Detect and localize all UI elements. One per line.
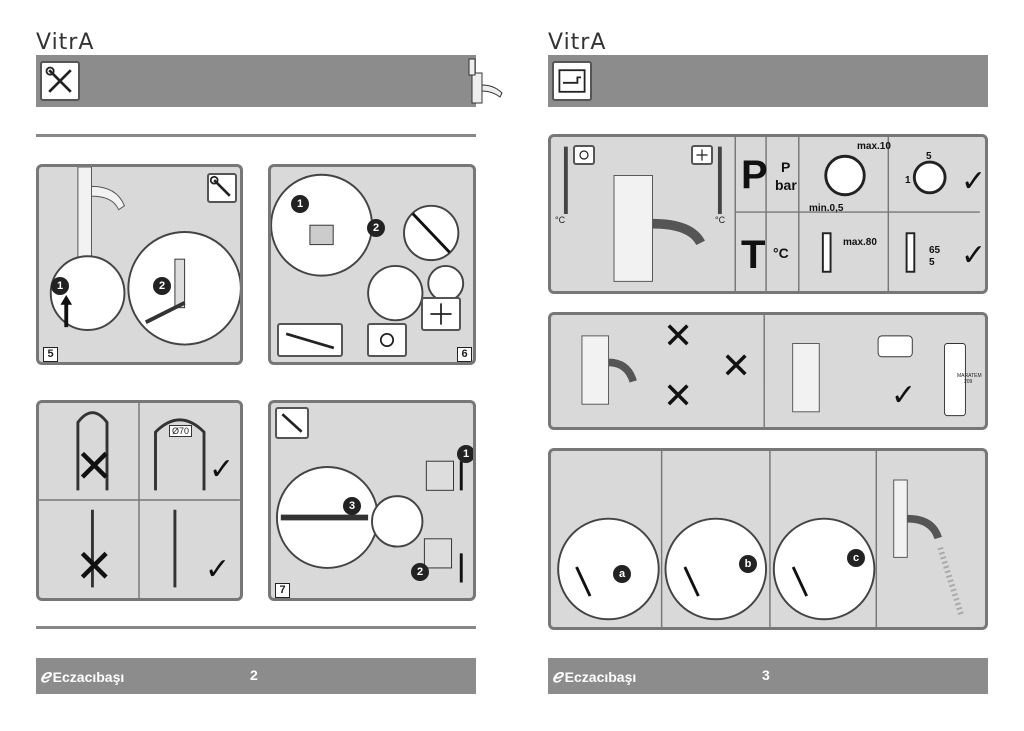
wrench-icon: [207, 173, 237, 203]
faucet-icon: [468, 58, 503, 104]
temperature-unit: °C: [773, 245, 789, 261]
temperature-max: max.80: [843, 237, 877, 248]
sun-icon: [573, 145, 595, 165]
callout-b: b: [739, 555, 757, 573]
callout-1: 1: [291, 195, 309, 213]
callout-2: 2: [411, 563, 429, 581]
callout-c: c: [847, 549, 865, 567]
pressure-unit-bottom: bar: [775, 177, 797, 193]
wrench-pliers-icon: [277, 323, 343, 357]
pressure-min: min.0,5: [809, 203, 844, 214]
sun-icon: [367, 323, 407, 357]
gauge-scale-left: 1: [905, 175, 911, 186]
correct-mark: ✓: [891, 378, 917, 413]
snowflake-icon: [691, 145, 713, 165]
divider-bottom-left: [36, 626, 476, 629]
brand-logo-right: VitrA: [548, 30, 607, 55]
correct-mark: ✓: [209, 452, 235, 487]
step-number: 7: [275, 583, 290, 598]
pressure-unit-top: P: [781, 159, 791, 175]
thermometer-unit-right: °C: [715, 215, 726, 225]
logo-mark-icon: ℯ: [40, 666, 51, 686]
page-number: 2: [250, 667, 258, 683]
screwdriver-icon: [275, 407, 309, 439]
cleaner-label-line2: 209: [964, 379, 973, 385]
wrench-screwdriver-icon: [40, 61, 80, 101]
step-7-panel: 1 2 3 7: [268, 400, 476, 601]
incorrect-mark: ✕: [75, 439, 114, 493]
temperature-low: 5: [929, 257, 935, 268]
thermometer-unit-left: °C: [555, 215, 566, 225]
hand-pointing-icon: [552, 61, 592, 101]
abrasive-pad-prohibited-icon: ✕: [663, 376, 694, 417]
temperature-high: 65: [929, 245, 941, 256]
abrasive-scourer-prohibited-icon: ✕: [663, 316, 694, 357]
callout-2: 2: [153, 277, 171, 295]
hose-bend-panel: ✕ Ø70 ✓ ✕ ✓: [36, 400, 243, 601]
callout-2: 2: [367, 219, 385, 237]
correct-mark: ✓: [961, 238, 987, 273]
divider-top-left: [36, 134, 476, 137]
callout-3: 3: [343, 497, 361, 515]
callout-a: a: [613, 565, 631, 583]
callout-1: 1: [51, 277, 69, 295]
brand-logo-left: VitrA: [36, 30, 95, 55]
incorrect-mark: ✕: [75, 539, 114, 593]
header-bar-left: [36, 55, 503, 107]
logo-mark-icon: ℯ: [552, 666, 563, 686]
page-number: 3: [762, 667, 770, 683]
temperature-letter: T: [741, 233, 766, 277]
step-5-panel: 1 2 5: [36, 164, 243, 365]
specs-panel: °C °C P P bar max.10 min.0,5 5 1 ✓ T °C …: [548, 134, 988, 294]
cleaner-label-line1: MARATEM: [957, 373, 982, 379]
pressure-letter: P: [741, 153, 768, 197]
aerator-cleaning-panel: a b c: [548, 448, 988, 630]
step-number: 5: [43, 347, 58, 362]
callout-1: 1: [457, 445, 473, 463]
correct-mark: ✓: [205, 552, 231, 587]
gauge-scale-top: 5: [926, 151, 932, 162]
correct-mark: ✓: [961, 164, 987, 199]
snowflake-icon: [421, 297, 461, 331]
harsh-chemical-prohibited-icon: ✕: [721, 346, 752, 387]
pressure-max: max.10: [857, 141, 891, 152]
header-bar-right: [548, 55, 988, 107]
step-number: 6: [457, 347, 472, 362]
diameter-label: Ø70: [169, 425, 193, 437]
cleaning-panel: ✕ ✕ ✕ ✓ MARATEM 209: [548, 312, 988, 430]
step-6-panel: 1 2 6: [268, 164, 476, 365]
